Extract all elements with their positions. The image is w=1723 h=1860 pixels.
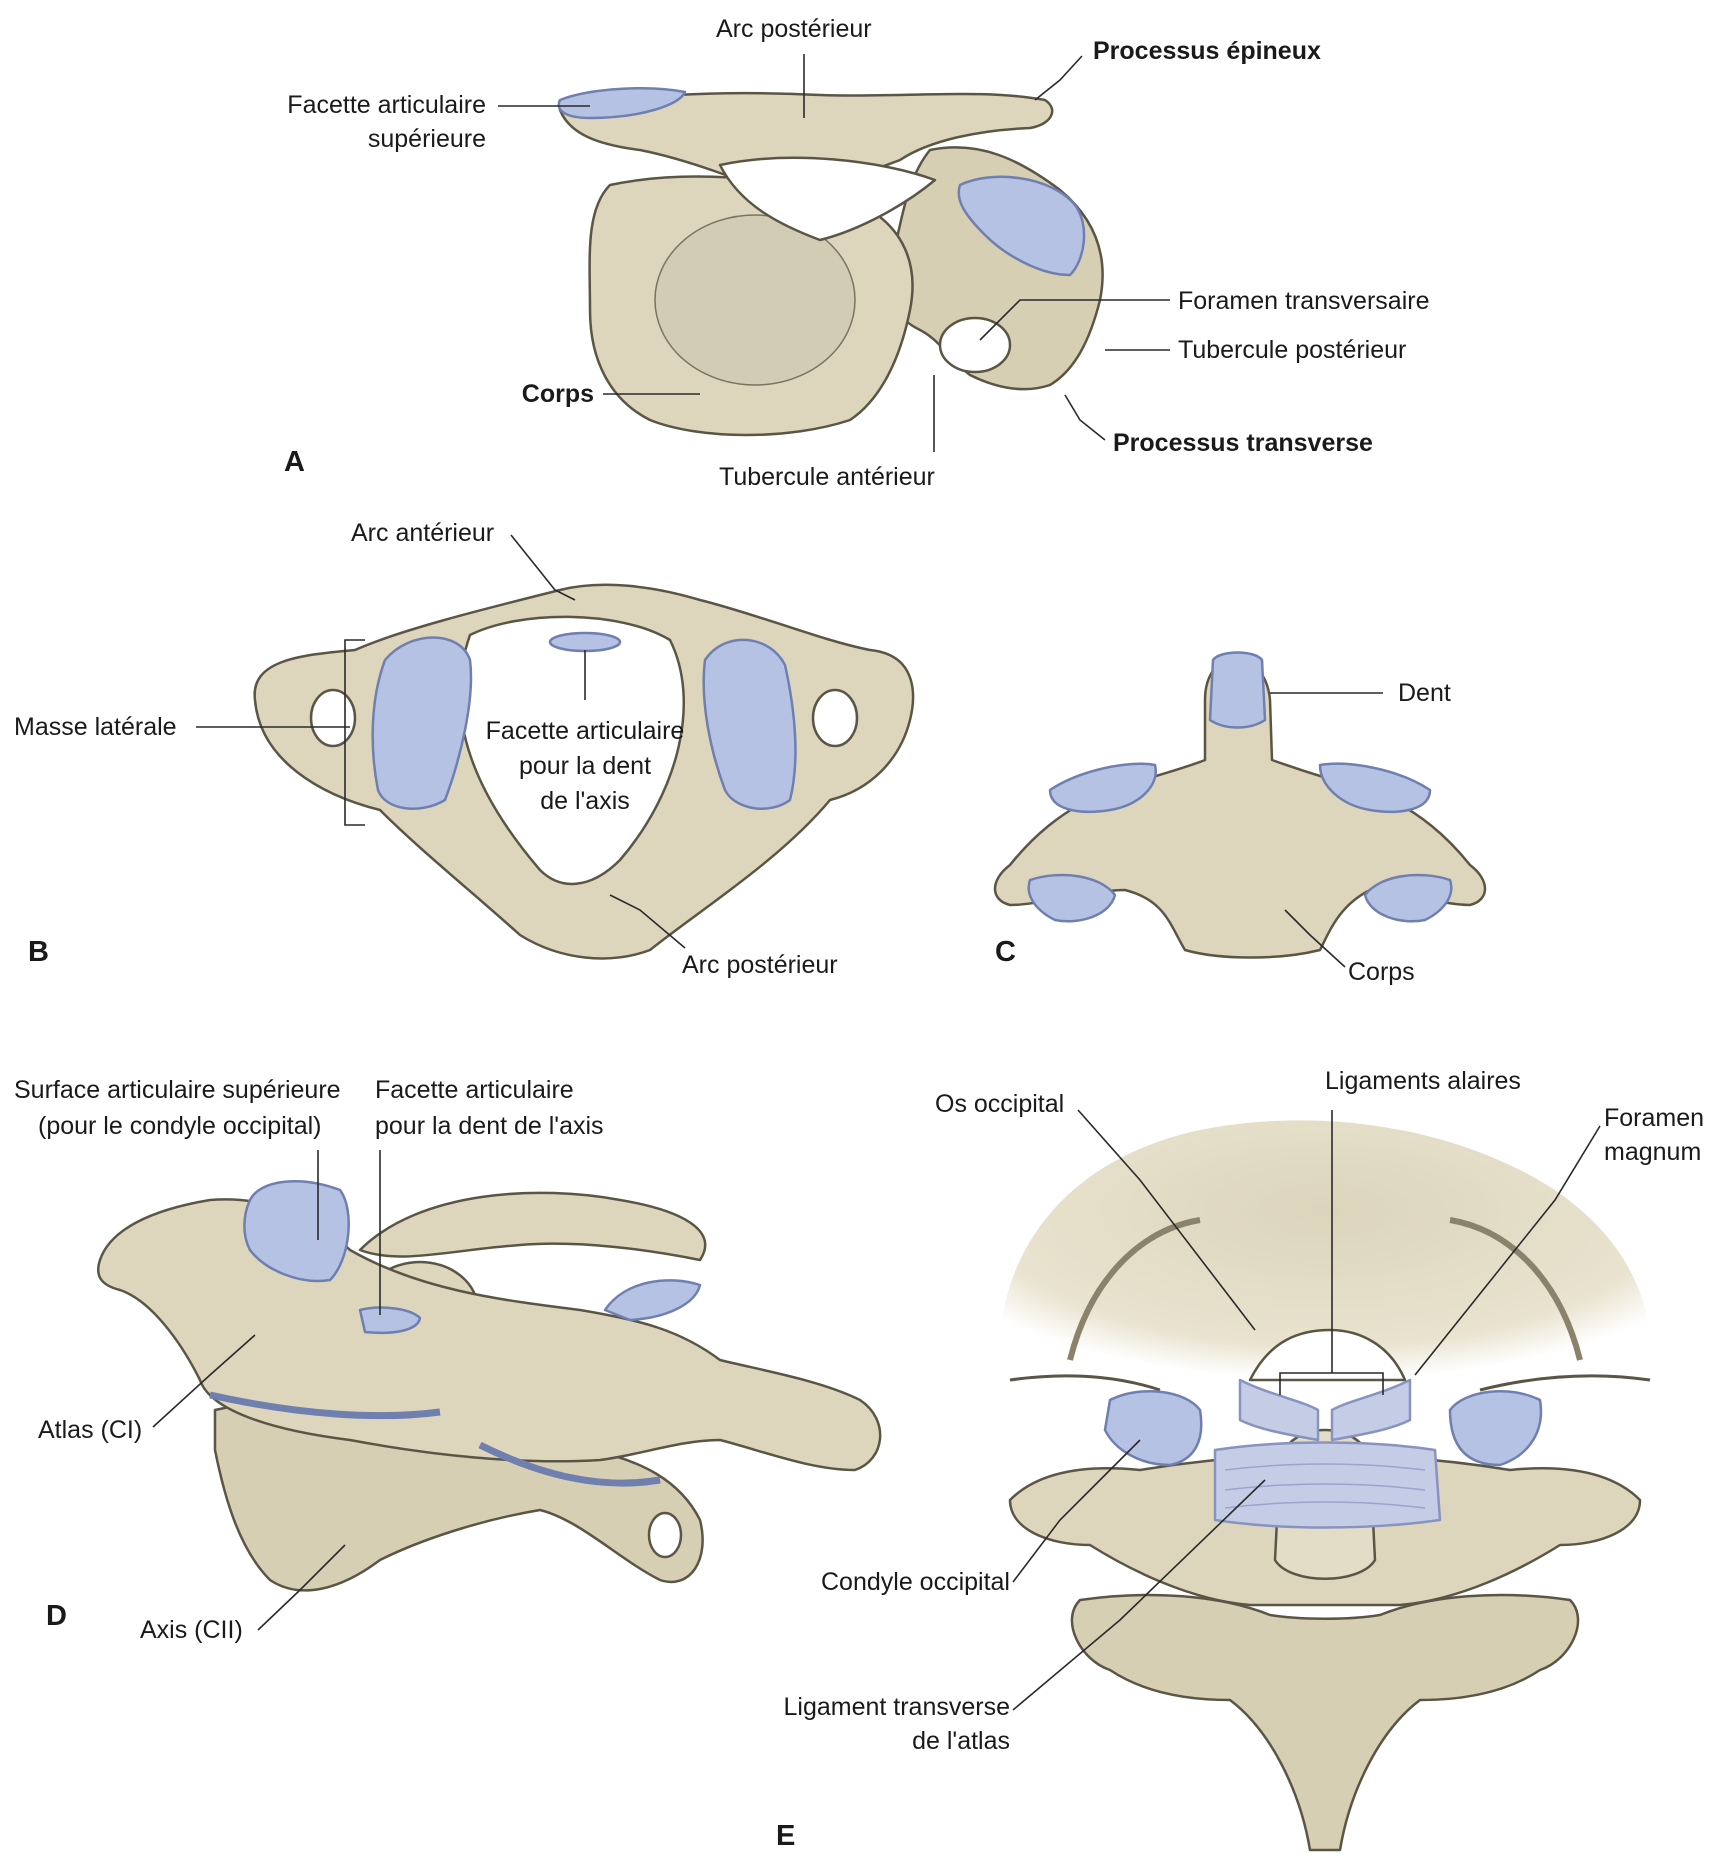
- axis-label: Axis (CII): [140, 1613, 243, 1647]
- facette-superieure-label-line1: Facette articulaire: [260, 88, 486, 122]
- panel-c-letter: C: [995, 936, 1016, 969]
- tubercule-posterieur-label: Tubercule postérieur: [1178, 333, 1406, 367]
- panel-d-letter: D: [46, 1600, 67, 1633]
- corps-label-a: Corps: [470, 377, 594, 411]
- condyle-occipital-label: Condyle occipital: [760, 1565, 1010, 1599]
- panel-e-letter: E: [776, 1820, 795, 1853]
- foramen-transversaire-label: Foramen transversaire: [1178, 284, 1429, 318]
- facette-dent-label-b-line2: pour la dent: [465, 749, 705, 783]
- surface-articulaire-label-line2: (pour le condyle occipital): [38, 1109, 321, 1143]
- foramen-magnum-label-line1: Foramen: [1604, 1101, 1704, 1135]
- facette-dent-label-b-line1: Facette articulaire: [465, 714, 705, 748]
- panel-b-letter: B: [28, 936, 49, 969]
- ligament-transverse-label-line1: Ligament transverse: [740, 1690, 1010, 1724]
- panel-a-letter: A: [284, 446, 305, 479]
- ligaments-alaires-label: Ligaments alaires: [1325, 1064, 1521, 1098]
- arc-posterieur-label-a: Arc postérieur: [716, 12, 872, 46]
- facette-dent-label-b-line3: de l'axis: [465, 784, 705, 818]
- surface-articulaire-label-line1: Surface articulaire supérieure: [14, 1073, 341, 1107]
- arc-anterieur-label: Arc antérieur: [351, 516, 494, 550]
- facette-dent-label-d-line2: pour la dent de l'axis: [375, 1109, 604, 1143]
- arc-posterieur-label-b: Arc postérieur: [682, 948, 838, 982]
- atlas-label: Atlas (CI): [38, 1413, 142, 1447]
- masse-laterale-label: Masse latérale: [14, 710, 177, 744]
- craniovertebral-posterior-view: [999, 1120, 1651, 1850]
- facette-dent-label-d-line1: Facette articulaire: [375, 1073, 574, 1107]
- ligament-transverse-label-line2: de l'atlas: [740, 1724, 1010, 1758]
- tubercule-anterieur-label: Tubercule antérieur: [719, 460, 935, 494]
- os-occipital-label: Os occipital: [935, 1087, 1064, 1121]
- corps-label-c: Corps: [1348, 955, 1415, 989]
- vertebra-lateral-view: [559, 88, 1103, 435]
- processus-transverse-label: Processus transverse: [1113, 426, 1373, 460]
- facette-superieure-label-line2: supérieure: [260, 122, 486, 156]
- processus-epineux-label: Processus épineux: [1093, 34, 1321, 68]
- foramen-magnum-label-line2: magnum: [1604, 1135, 1701, 1169]
- dent-label: Dent: [1398, 676, 1451, 710]
- atlas-axis-lateral-view: [98, 1181, 880, 1590]
